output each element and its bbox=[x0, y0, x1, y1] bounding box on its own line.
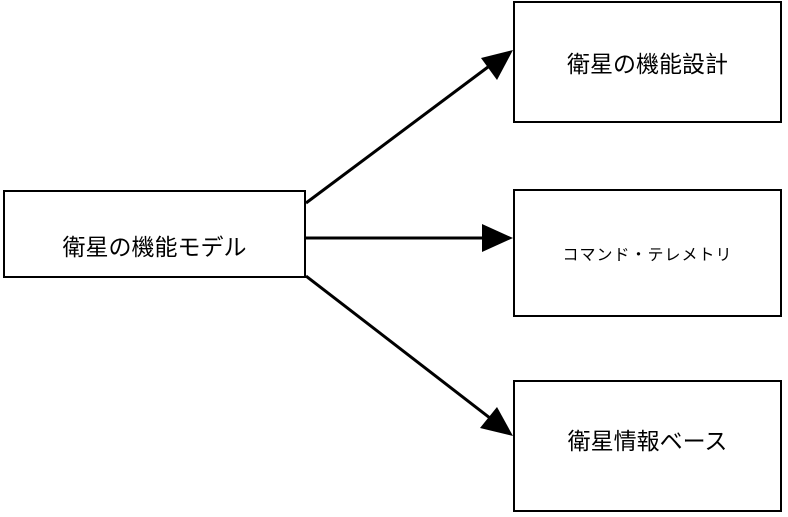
arrowhead-satellite-database bbox=[480, 407, 513, 436]
target-box-satellite-database: 衛星情報ベース bbox=[513, 380, 782, 512]
arrowhead-command-telemetry bbox=[482, 224, 513, 252]
arrowhead-functional-design bbox=[481, 50, 513, 80]
source-box-label: 衛星の機能モデル bbox=[62, 235, 247, 261]
target-box-functional-design: 衛星の機能設計 bbox=[513, 1, 782, 123]
arrow-to-functional-design bbox=[305, 65, 489, 205]
target-box-label-satellite-database: 衛星情報ベース bbox=[567, 429, 728, 455]
target-box-label-functional-design: 衛星の機能設計 bbox=[567, 52, 728, 78]
target-box-command-telemetry: コマンド・テレメトリ bbox=[513, 189, 782, 317]
source-box-functional-model: 衛星の機能モデル bbox=[3, 190, 306, 278]
arrow-to-satellite-database bbox=[305, 274, 491, 420]
target-box-label-command-telemetry: コマンド・テレメトリ bbox=[562, 245, 733, 264]
